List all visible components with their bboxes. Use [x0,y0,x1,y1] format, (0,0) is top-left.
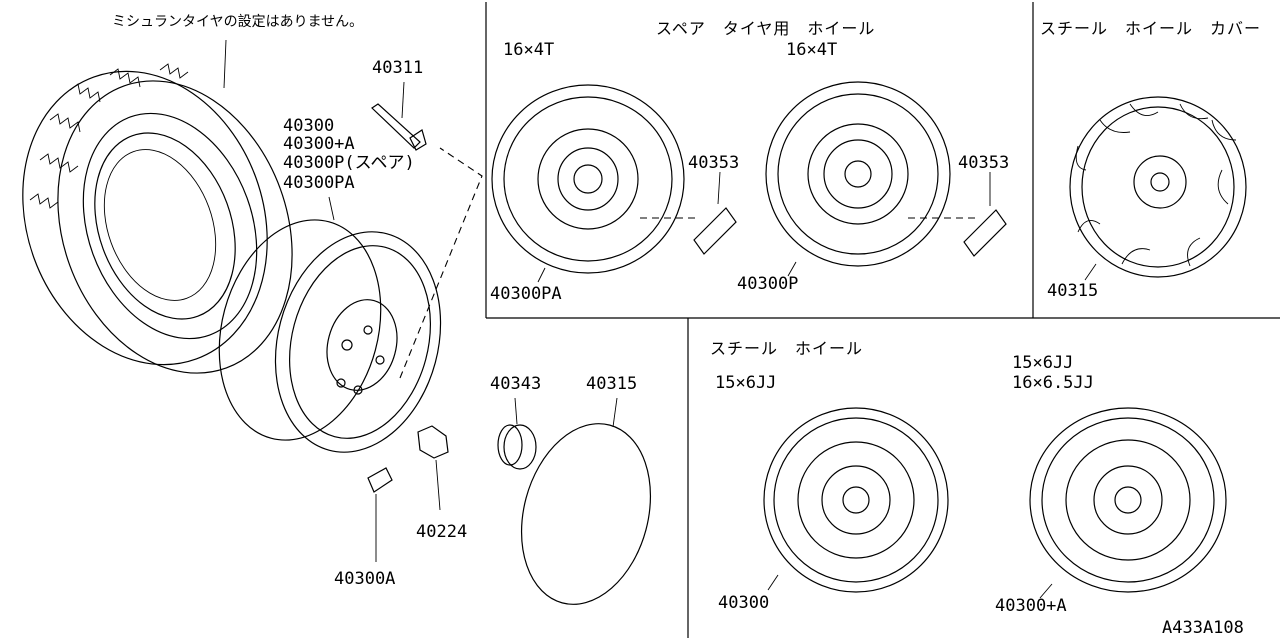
part-40300-plus-a: 40300+A [283,134,355,154]
wheel-cover-title: スチール ホイール カバー [1040,19,1262,38]
part-40300a: 40300A [334,569,396,589]
part-40300pa-spare: 40300PA [490,284,562,304]
cover-disc-drawing [520,397,652,605]
steel-size-left: 15×6JJ [715,373,777,393]
spare-wheel-title: スペア タイヤ用 ホイール [656,19,876,38]
center-cap-drawing [497,397,537,470]
part-40300p-spare: 40300P(スペア) [283,153,415,173]
part-40300-plus-a-steel: 40300+A [995,596,1067,616]
part-40300: 40300 [283,116,335,136]
part-40300-steel: 40300 [718,593,770,613]
nut-drawing [417,425,449,511]
wheel-drawing [218,147,483,453]
steel-size-right-1: 15×6JJ [1012,353,1074,373]
wheel-cover-drawing [1069,96,1247,281]
part-40300p: 40300P [737,274,799,294]
diagram-id: A433A108 [1162,618,1244,638]
spare-wheel-left-drawing [491,84,737,283]
steel-wheel-right-drawing [1029,407,1227,599]
part-40343: 40343 [490,374,542,394]
valve-drawing [371,81,427,151]
part-40224: 40224 [416,522,468,542]
part-40353-left: 40353 [688,153,740,173]
part-40311: 40311 [372,58,424,78]
part-40315-cap: 40315 [586,374,638,394]
steel-wheel-left-drawing [763,407,949,593]
michelin-note: ミシュランタイヤの設定はありません。 [112,14,364,30]
weight-drawing [367,467,393,562]
spare-size-right: 16×4T [786,40,838,60]
panel-dividers [485,2,1280,638]
tire-drawing [22,39,293,374]
steel-size-right-2: 16×6.5JJ [1012,373,1094,393]
spare-size-left: 16×4T [503,40,555,60]
part-40353-right: 40353 [958,153,1010,173]
steel-wheel-title: スチール ホイール [710,339,864,358]
part-40315-cover: 40315 [1047,281,1099,301]
part-40300pa: 40300PA [283,173,355,193]
spare-wheel-right-drawing [765,81,1007,277]
